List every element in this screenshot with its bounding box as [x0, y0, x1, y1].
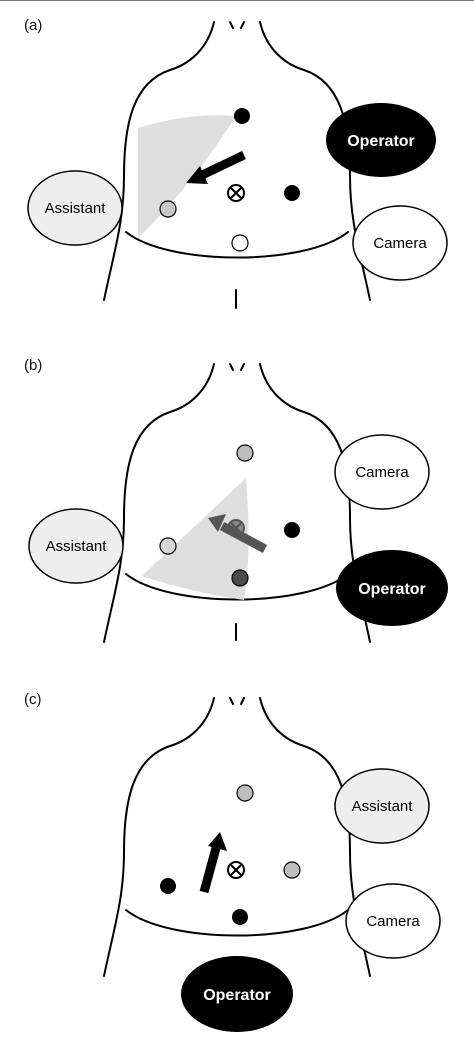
- port-right: [284, 185, 300, 201]
- arrow-icon: [199, 832, 227, 894]
- camera-ellipse: Camera: [334, 434, 430, 510]
- port-left: [160, 878, 176, 894]
- camera-label: Camera: [366, 913, 420, 930]
- crossed-circle-icon: [227, 184, 245, 202]
- assistant-ellipse: Assistant: [28, 508, 124, 584]
- port-right: [284, 522, 300, 538]
- assistant-label: Assistant: [45, 200, 107, 217]
- operator-label: Operator: [203, 987, 271, 1004]
- operator-ellipse: Operator: [181, 956, 293, 1032]
- port-lower: [232, 909, 248, 925]
- top-border: [0, 0, 474, 1]
- crossed-circle-icon: [227, 861, 245, 879]
- panel-a-diagram: (a) Operator: [24, 17, 448, 309]
- camera-label: Camera: [373, 235, 427, 252]
- panel-label: (b): [24, 357, 42, 374]
- camera-ellipse: Camera: [352, 205, 448, 281]
- assistant-ellipse: Assistant: [27, 170, 123, 246]
- camera-ellipse: Camera: [345, 883, 441, 959]
- port-lower: [231, 569, 249, 587]
- panel-label: (a): [24, 17, 42, 34]
- port-right: [283, 861, 301, 879]
- port-upper: [236, 784, 254, 802]
- operator-label: Operator: [347, 133, 415, 150]
- assistant-ellipse: Assistant: [334, 768, 430, 844]
- arrow-icon: [186, 150, 246, 184]
- operator-label: Operator: [358, 581, 426, 598]
- panel-b: (b) Camera: [0, 342, 474, 682]
- panel-c: (c) Assistant Camera: [0, 684, 474, 1032]
- port-assistant: [159, 200, 177, 218]
- operator-ellipse: Operator: [326, 103, 436, 177]
- assistant-label: Assistant: [46, 538, 108, 555]
- operator-ellipse: Operator: [336, 550, 448, 626]
- panel-c-diagram: (c) Assistant Camera: [24, 691, 441, 1032]
- panel-a: (a) Operator: [0, 0, 474, 340]
- working-area-sector: [142, 478, 249, 600]
- assistant-label: Assistant: [352, 798, 414, 815]
- port-assistant: [159, 537, 177, 555]
- panel-b-diagram: (b) Camera: [24, 357, 448, 643]
- port-upper: [234, 108, 250, 124]
- port-camera: [231, 234, 249, 252]
- arrow-icon: [208, 514, 268, 553]
- panel-label: (c): [24, 691, 42, 708]
- torso-outline: [103, 697, 371, 977]
- camera-label: Camera: [355, 464, 409, 481]
- port-upper: [236, 444, 254, 462]
